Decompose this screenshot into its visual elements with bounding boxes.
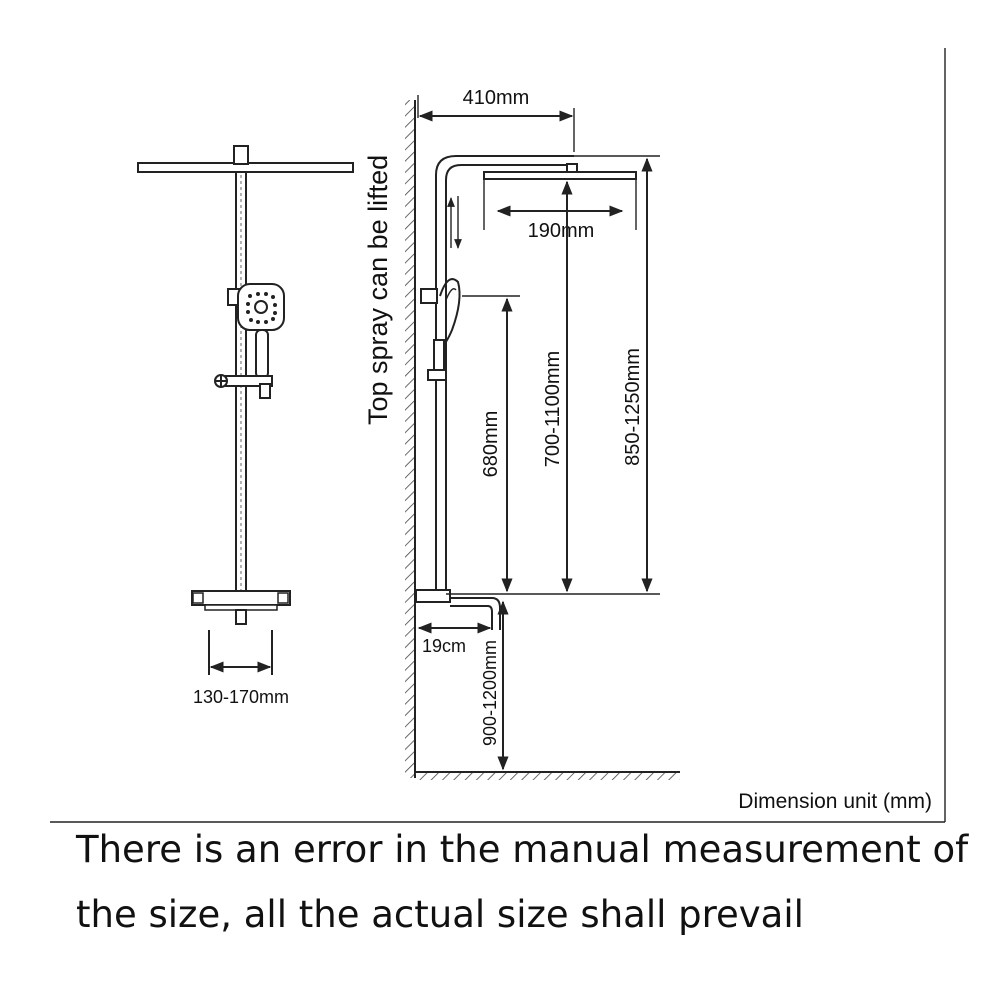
side-top-shower-head <box>483 171 637 180</box>
front-spacing-label: 130-170mm <box>193 687 289 707</box>
front-riser-pipe <box>235 171 247 621</box>
front-hand-shower-handle <box>255 329 269 379</box>
spout-length-label: 19cm <box>422 636 466 656</box>
head-width-label: 190mm <box>528 220 595 242</box>
floor-hatch <box>415 772 680 780</box>
front-view: 130-170mm <box>137 145 354 707</box>
side-view: 410mm 190mm Top spray can be lifted 680m… <box>363 87 680 780</box>
head-height-label: 700-1100mm <box>542 351 564 467</box>
top-height-label: 850-1250mm <box>622 348 644 466</box>
side-hand-shower <box>439 278 461 347</box>
front-hand-shower-nozzles <box>246 292 277 324</box>
wall-hatch <box>405 100 415 778</box>
footer-note-line-1: There is an error in the manual measurem… <box>76 828 969 871</box>
dimension-unit-note: Dimension unit (mm) <box>738 790 932 813</box>
arm-length-label: 410mm <box>463 87 530 109</box>
side-mixer-valve <box>415 589 451 603</box>
front-head-connector <box>233 145 249 165</box>
front-mixer-valve <box>191 590 291 606</box>
footer-note-line-2: the size, all the actual size shall prev… <box>76 893 804 936</box>
hand-height-label: 680mm <box>480 411 502 478</box>
lift-note: Top spray can be lifted <box>363 155 393 425</box>
mount-height-label: 900-1200mm <box>480 640 500 746</box>
front-outlet <box>235 609 247 625</box>
side-riser-arm <box>435 155 574 590</box>
